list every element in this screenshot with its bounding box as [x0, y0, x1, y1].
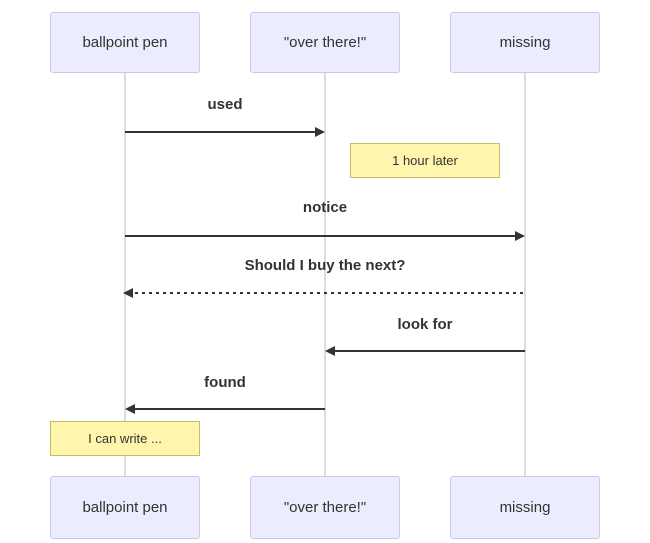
actor-label: "over there!" [283, 499, 367, 516]
note-label: 1 hour later [392, 153, 458, 168]
note-label: I can write ... [88, 431, 162, 446]
arrowhead-right-icon [315, 127, 325, 137]
message-arrow-notice [125, 235, 515, 237]
actor-top-ballpoint-pen: ballpoint pen [50, 12, 200, 73]
lifeline-missing [524, 73, 526, 476]
actor-bottom-ballpoint-pen: ballpoint pen [50, 476, 200, 539]
actor-label: ballpoint pen [82, 499, 168, 516]
arrowhead-left-icon [125, 404, 135, 414]
actor-label: ballpoint pen [82, 34, 168, 51]
note-i-can-write: I can write ... [50, 421, 200, 456]
message-label-look-for: look for [397, 316, 453, 333]
actor-top-over-there: "over there!" [250, 12, 400, 73]
arrowhead-right-icon [515, 231, 525, 241]
message-label-used: used [207, 96, 243, 113]
message-arrow-found [135, 408, 325, 410]
arrowhead-left-icon [325, 346, 335, 356]
message-arrow-should-i-buy [135, 292, 525, 294]
actor-label: "over there!" [283, 34, 367, 51]
actor-bottom-over-there: "over there!" [250, 476, 400, 539]
message-label-found: found [204, 374, 246, 391]
message-label-should-i-buy: Should I buy the next? [244, 257, 406, 274]
note-1-hour-later: 1 hour later [350, 143, 500, 178]
actor-label: missing [499, 34, 551, 51]
message-label-notice: notice [302, 199, 348, 216]
message-arrow-look-for [335, 350, 525, 352]
actor-label: missing [499, 499, 551, 516]
actor-top-missing: missing [450, 12, 600, 73]
arrowhead-left-icon [123, 288, 133, 298]
message-arrow-used [125, 131, 315, 133]
actor-bottom-missing: missing [450, 476, 600, 539]
lifeline-ballpoint-pen [124, 73, 126, 476]
lifeline-over-there [324, 73, 326, 476]
